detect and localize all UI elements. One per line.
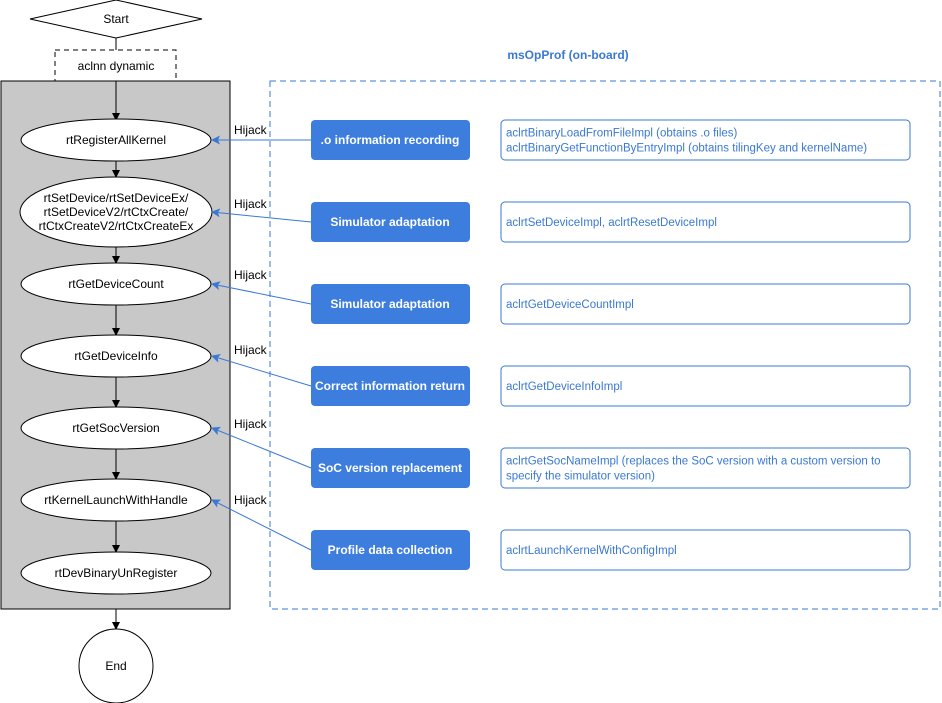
flow-node-label: rtRegisterAllKernel: [66, 133, 166, 147]
hijack-label: Hijack: [234, 268, 268, 282]
hijack-arrow: [211, 281, 312, 305]
hijack-label: Hijack: [234, 197, 268, 211]
action-button[interactable]: SoC version replacement: [311, 448, 470, 488]
flow-node-label: rtCtxCreateV2/rtCtxCreateEx: [39, 219, 194, 233]
flow-node-label: rtKernelLaunchWithHandle: [44, 493, 188, 507]
flow-node-label: rtDevBinaryUnRegister: [55, 566, 178, 580]
flow-node: rtDevBinaryUnRegister: [20, 551, 212, 595]
end-label: End: [105, 659, 126, 673]
impl-text: aclrtBinaryGetFunctionByEntryImpl (obtai…: [506, 143, 867, 155]
action-button[interactable]: Simulator adaptation: [311, 202, 470, 242]
hijack-row: Simulator adaptation Hijack aclrtSetDevice…: [211, 197, 911, 243]
impl-box: aclrtSetDeviceImpl, aclrtResetDeviceImpl: [500, 201, 911, 243]
flow-node: rtKernelLaunchWithHandle: [20, 478, 212, 522]
hijack-row: Simulator adaptation Hijack aclrtGetDevice…: [211, 268, 911, 325]
impl-box: aclrtGetSocNameImpl (replaces the SoC ve…: [500, 447, 911, 489]
flow-node-label: rtSetDevice/rtSetDeviceEx/: [44, 191, 189, 205]
flow-node-label: rtSetDeviceV2/rtCtxCreate/: [44, 205, 189, 219]
hijack-label: Hijack: [234, 343, 268, 357]
impl-text: aclrtGetDeviceCountImpl: [506, 299, 634, 311]
impl-text: specify the simulator version): [506, 471, 655, 483]
flow-node: rtGetSocVersion: [20, 406, 212, 450]
action-button-label: Correct information return: [315, 379, 465, 393]
hijack-arrow: [211, 426, 312, 469]
hijack-arrow: [211, 354, 312, 387]
hijack-label: Hijack: [234, 493, 268, 507]
impl-text: aclrtGetDeviceInfoImpl: [506, 381, 622, 393]
impl-box: aclrtGetDeviceInfoImpl: [500, 365, 911, 407]
aclnn-dynamic-label: aclnn dynamic: [78, 59, 155, 73]
end-node: End: [78, 628, 154, 703]
hijack-arrow: [211, 208, 312, 223]
impl-text: aclrtGetSocNameImpl (replaces the SoC ve…: [506, 456, 881, 468]
hijack-row: Profile data collection Hijack aclrtLaunch…: [211, 493, 911, 571]
flow-node: rtGetDeviceCount: [20, 262, 212, 306]
action-button-label: Simulator adaptation: [330, 215, 449, 229]
flow-node: rtGetDeviceInfo: [20, 334, 212, 378]
msopprof-panel: [269, 80, 941, 610]
aclnn-dynamic-box: aclnn dynamic: [54, 49, 177, 82]
action-button-label: Profile data collection: [328, 543, 453, 557]
hijack-label: Hijack: [234, 123, 268, 137]
flow-node: rtRegisterAllKernel: [20, 118, 212, 162]
action-button-label: SoC version replacement: [318, 461, 462, 475]
impl-text: aclrtLaunchKernelWithConfigImpl: [506, 545, 677, 557]
hijack-label: Hijack: [234, 417, 268, 431]
action-button[interactable]: Correct information return: [311, 366, 470, 406]
action-button[interactable]: .o information recording: [311, 120, 470, 160]
panel-title: msOpProf (on-board): [507, 48, 628, 62]
flow-node: rtSetDevice/rtSetDeviceEx/rtSetDeviceV2/…: [19, 176, 213, 248]
impl-text: aclrtSetDeviceImpl, aclrtResetDeviceImpl: [506, 217, 717, 229]
start-label: Start: [103, 12, 129, 26]
action-button[interactable]: Profile data collection: [311, 530, 470, 570]
start-node: Start: [29, 0, 203, 39]
flow-node-label: rtGetDeviceInfo: [74, 349, 158, 363]
flow-node-label: rtGetDeviceCount: [68, 277, 164, 291]
hijack-row: Correct information return Hijack aclrtGet…: [211, 343, 911, 407]
impl-box: aclrtBinaryLoadFromFileImpl (obtains .o …: [500, 119, 911, 161]
impl-box: aclrtGetDeviceCountImpl: [500, 283, 911, 325]
hijack-row: .o information recording Hijack aclrtBinar…: [211, 119, 911, 161]
hijack-row: SoC version replacement Hijack aclrtGetSoc…: [211, 417, 911, 489]
action-button-label: .o information recording: [321, 133, 460, 147]
action-button[interactable]: Simulator adaptation: [311, 284, 470, 324]
impl-text: aclrtBinaryLoadFromFileImpl (obtains .o …: [506, 128, 738, 140]
flow-node-label: rtGetSocVersion: [72, 421, 159, 435]
hijack-arrow: [211, 499, 312, 551]
impl-box: aclrtLaunchKernelWithConfigImpl: [500, 529, 911, 571]
action-button-label: Simulator adaptation: [330, 297, 449, 311]
